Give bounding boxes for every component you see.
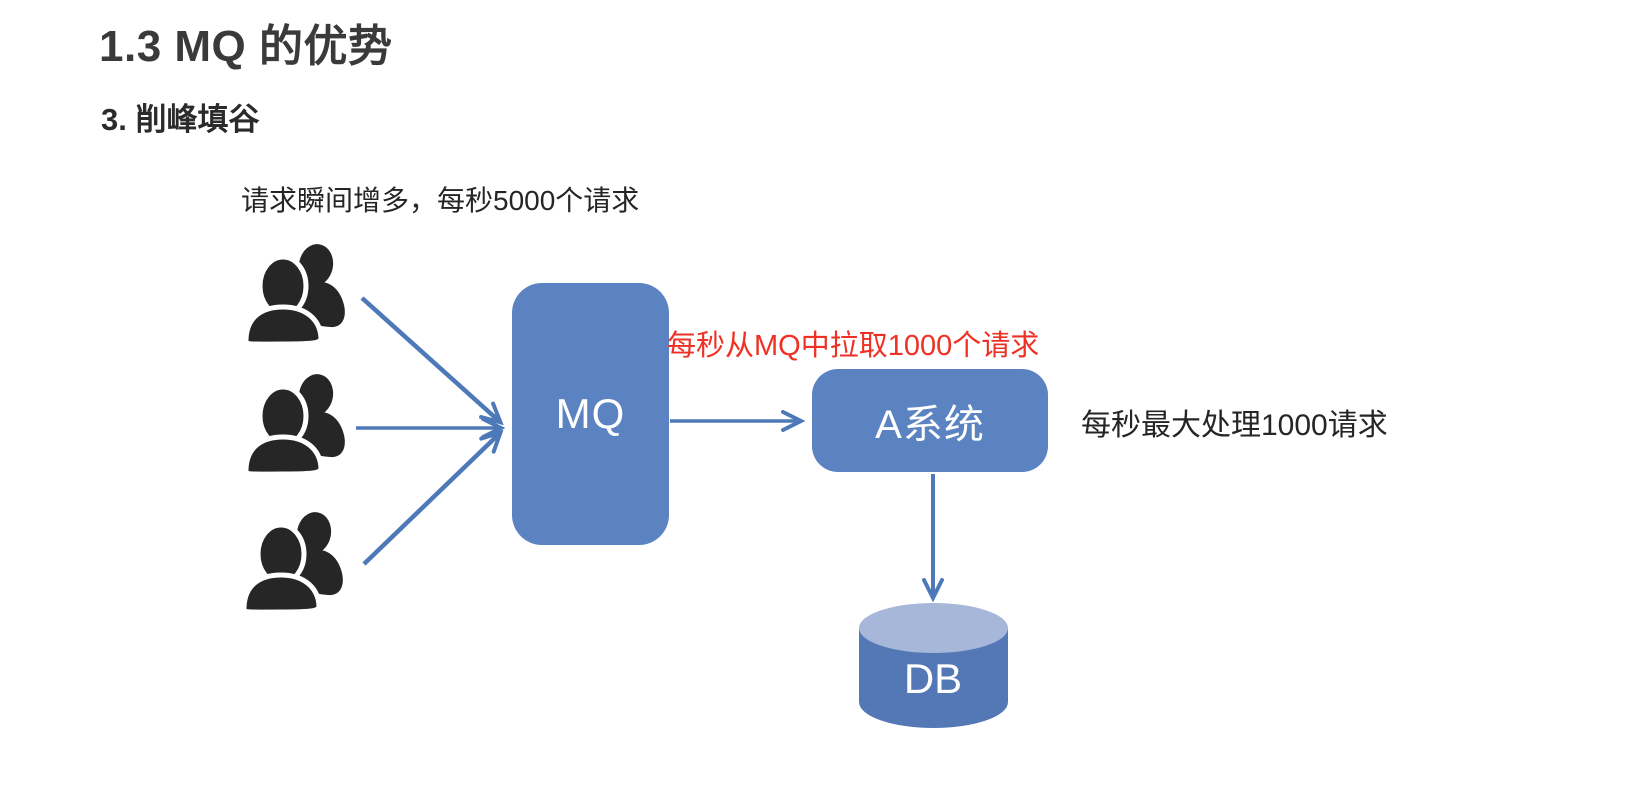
db-cylinder: DB	[857, 601, 1010, 733]
users-icon	[242, 368, 354, 477]
producers-caption: 请求瞬间增多，每秒5000个请求	[241, 185, 640, 216]
consumer-caption: 每秒最大处理1000请求	[1081, 409, 1388, 442]
mq-node-label: MQ	[555, 390, 626, 437]
arrow-users1-to-mq	[360, 296, 499, 421]
section-title: 3. 削峰填谷	[101, 102, 260, 137]
db-cylinder-body	[859, 628, 1008, 728]
mq-node: MQ	[512, 283, 669, 545]
system-a-node: A系统	[812, 369, 1048, 472]
page-title: 1.3 MQ 的优势	[99, 22, 393, 71]
system-a-node-label: A系统	[875, 402, 985, 447]
users-icon	[242, 238, 354, 347]
users-icon	[240, 506, 352, 615]
arrow-users3-to-mq	[362, 434, 499, 566]
pull-caption: 每秒从MQ中拉取1000个请求	[667, 330, 1040, 362]
db-cylinder-top	[859, 603, 1008, 653]
db-node-label: DB	[904, 655, 962, 702]
